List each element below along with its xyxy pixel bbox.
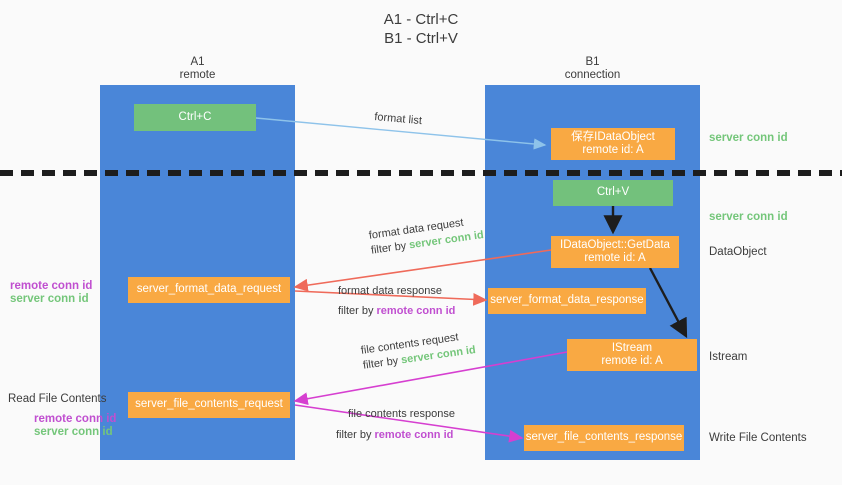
side-label-server-conn-id-left-mid: server conn id — [10, 293, 89, 305]
side-label-server-conn-id-mid: server conn id — [709, 211, 788, 223]
node-server-format-data-request-label: server_format_data_request — [136, 283, 282, 296]
node-save-idataobject-line-1: 保存IDataObject — [571, 130, 655, 143]
column-header-a1: A1 remote — [100, 56, 295, 82]
side-label-istream: Istream — [709, 351, 748, 363]
side-label-server-conn-id-top: server conn id — [709, 132, 788, 144]
title-line-1: A1 - Ctrl+C — [383, 11, 459, 28]
node-server-format-data-response-label: server_format_data_response — [490, 294, 644, 307]
node-server-file-contents-response-label: server_file_contents_response — [525, 431, 683, 444]
column-header-b1: B1 connection — [485, 56, 700, 82]
column-header-b1-role: connection — [564, 69, 621, 81]
node-ctrl-c-label: Ctrl+C — [178, 110, 212, 123]
node-server-file-contents-request[interactable]: server_file_contents_request — [128, 392, 290, 418]
filter-value-remote-conn-id: remote conn id — [376, 305, 456, 317]
node-save-idataobject[interactable]: 保存IDataObject remote id: A — [551, 128, 675, 160]
side-label-remote-conn-id-mid: remote conn id — [10, 280, 93, 292]
edge-label-file-contents-request: file contents request filter by server c… — [360, 328, 477, 374]
edge-label-format-list-text: format list — [373, 110, 423, 128]
filter-value-remote-conn-id: remote conn id — [374, 429, 454, 441]
column-header-b1-name: B1 — [585, 56, 600, 68]
node-save-idataobject-line-2: remote id: A — [582, 144, 644, 156]
node-server-format-data-request[interactable]: server_format_data_request — [128, 277, 290, 303]
node-idataobject-getdata-line-2: remote id: A — [584, 252, 646, 264]
filter-prefix: filter by — [362, 354, 403, 372]
title-line-2: B1 - Ctrl+V — [384, 30, 458, 47]
node-server-file-contents-request-label: server_file_contents_request — [135, 398, 283, 411]
side-label-remote-conn-id-bot: remote conn id — [34, 413, 117, 425]
filter-prefix: filter by — [336, 429, 375, 441]
node-istream[interactable]: IStream remote id: A — [567, 339, 697, 371]
side-label-dataobject: DataObject — [709, 246, 767, 258]
side-label-server-conn-id-left-bot: server conn id — [34, 426, 113, 438]
side-label-read-file-contents: Read File Contents — [8, 393, 107, 405]
page-title: A1 - Ctrl+C B1 - Ctrl+V — [0, 10, 842, 48]
edge-label-file-contents-response-filter: filter by remote conn id — [336, 428, 455, 443]
edge-label-format-data-response-title: format data response — [338, 285, 442, 297]
node-ctrl-v-label: Ctrl+V — [596, 186, 630, 199]
edge-label-format-data-response-filter: filter by remote conn id — [338, 304, 455, 319]
edge-label-file-contents-response: file contents response filter by remote … — [336, 407, 456, 443]
node-server-file-contents-response[interactable]: server_file_contents_response — [524, 425, 684, 451]
node-ctrl-c[interactable]: Ctrl+C — [134, 104, 256, 131]
column-header-a1-name: A1 — [190, 56, 205, 68]
edge-label-format-list: format list — [374, 110, 423, 129]
edge-label-format-data-request: format data request filter by server con… — [368, 213, 485, 259]
filter-prefix: filter by — [338, 305, 377, 317]
node-idataobject-getdata[interactable]: IDataObject::GetData remote id: A — [551, 236, 679, 268]
node-ctrl-v[interactable]: Ctrl+V — [553, 180, 673, 206]
side-label-write-file-contents: Write File Contents — [709, 432, 807, 444]
edge-label-format-data-response: format data response filter by remote co… — [338, 284, 455, 319]
node-server-format-data-response[interactable]: server_format_data_response — [488, 288, 646, 314]
node-istream-line-2: remote id: A — [601, 355, 663, 367]
column-header-a1-role: remote — [179, 69, 216, 81]
phase-divider — [0, 170, 842, 176]
edge-label-file-contents-response-title: file contents response — [348, 408, 456, 420]
node-istream-line-1: IStream — [611, 341, 653, 354]
filter-prefix: filter by — [370, 239, 411, 257]
node-idataobject-getdata-line-1: IDataObject::GetData — [560, 238, 670, 251]
